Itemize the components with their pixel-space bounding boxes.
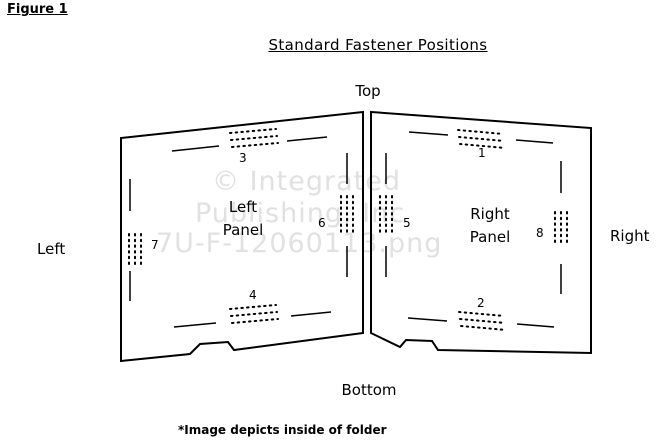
- fastener-label-8: 8: [536, 226, 544, 240]
- label-bottom: Bottom: [341, 381, 397, 399]
- fastener-3-marks: [171, 128, 328, 152]
- fastener-7-marks: [128, 179, 142, 301]
- label-top: Top: [355, 82, 381, 100]
- dot-cluster-row: [231, 318, 279, 324]
- footnote: *Image depicts inside of folder: [178, 423, 387, 437]
- fastener-label-6: 6: [318, 216, 326, 230]
- left-panel-outline: [120, 110, 364, 363]
- diagram-title: Standard Fastener Positions: [268, 36, 488, 54]
- fastener-label-1: 1: [478, 146, 486, 160]
- label-left: Left: [37, 240, 66, 258]
- dot-cluster-row: [457, 129, 504, 135]
- fastener-6-marks: [340, 153, 354, 277]
- fastener-1-marks: [408, 129, 554, 149]
- left-panel-label-line2: Panel: [222, 221, 264, 239]
- dot-cluster-row: [459, 143, 506, 149]
- fastener-label-3: 3: [239, 151, 247, 165]
- dot-cluster-row: [229, 304, 277, 310]
- dash-mark: [408, 131, 449, 136]
- fastener-4-marks: [173, 304, 332, 328]
- dot-cluster-row: [458, 136, 505, 142]
- dash-mark: [516, 323, 555, 328]
- right-panel-label: Right Panel: [470, 203, 510, 249]
- fastener-label-4: 4: [249, 288, 257, 302]
- dot-cluster-row: [229, 128, 277, 134]
- fastener-2-marks: [407, 311, 555, 331]
- dot-cluster-row: [230, 135, 278, 141]
- dot-cluster-row: [230, 311, 278, 317]
- dash-mark: [407, 317, 448, 322]
- right-panel-label-line2: Panel: [469, 228, 511, 246]
- label-right: Right: [610, 227, 650, 245]
- right-panel-outline: [370, 110, 592, 355]
- dot-cluster-row: [458, 311, 505, 317]
- dash-mark: [173, 322, 217, 328]
- fastener-5-marks: [379, 153, 393, 277]
- dot-cluster-row: [460, 325, 507, 331]
- dash-mark: [286, 136, 328, 142]
- dot-cluster-row: [459, 318, 506, 324]
- fastener-label-2: 2: [477, 296, 485, 310]
- dash-mark: [290, 311, 332, 317]
- left-panel-label: Left Panel: [223, 196, 263, 242]
- fastener-label-7: 7: [151, 238, 159, 252]
- right-panel-label-line1: Right: [470, 205, 510, 223]
- dash-mark: [171, 145, 220, 152]
- figure-label: Figure 1: [7, 2, 68, 17]
- dash-mark: [515, 139, 554, 144]
- dot-cluster-row: [231, 142, 279, 148]
- fastener-label-5: 5: [403, 216, 411, 230]
- left-panel-label-line1: Left: [228, 198, 258, 216]
- fastener-8-marks: [554, 161, 568, 294]
